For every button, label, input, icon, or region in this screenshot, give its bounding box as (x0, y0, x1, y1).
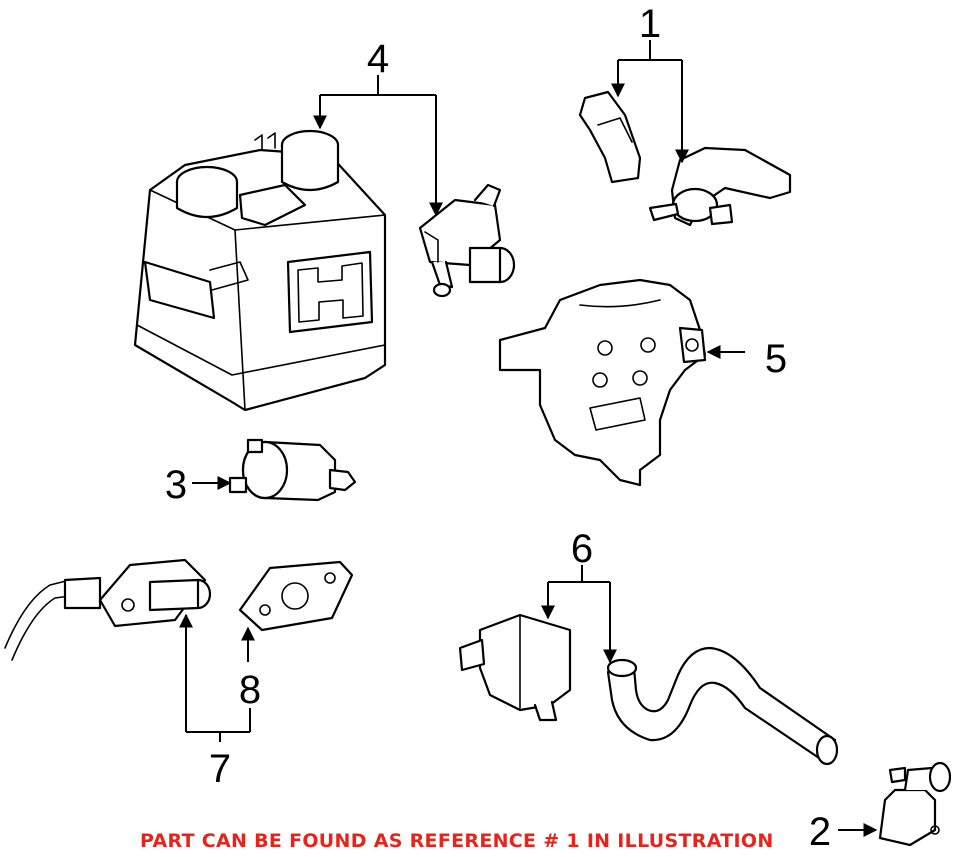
callout-6: 6 (571, 527, 593, 571)
callout-4: 4 (367, 37, 389, 81)
part-3-solenoid (228, 438, 357, 502)
callout-8: 8 (239, 668, 261, 712)
leader-lines (179, 40, 878, 837)
callout-3: 3 (165, 463, 187, 507)
part-7-sensor (4, 558, 212, 661)
part-6-hose (606, 646, 839, 766)
callout-7: 7 (209, 747, 231, 791)
part-4-valve (418, 183, 516, 298)
callout-1: 1 (639, 2, 661, 46)
callout-2: 2 (809, 810, 831, 854)
part-8-gasket (238, 560, 354, 632)
reference-footnote: PART CAN BE FOUND AS REFERENCE # 1 IN IL… (140, 830, 774, 852)
part-5-bracket (498, 278, 707, 487)
callout-5: 5 (765, 337, 787, 381)
part-2-valve (878, 761, 952, 847)
part-1-switch (578, 90, 792, 227)
part-6-pump (458, 613, 572, 722)
part-4-canister (133, 129, 387, 412)
